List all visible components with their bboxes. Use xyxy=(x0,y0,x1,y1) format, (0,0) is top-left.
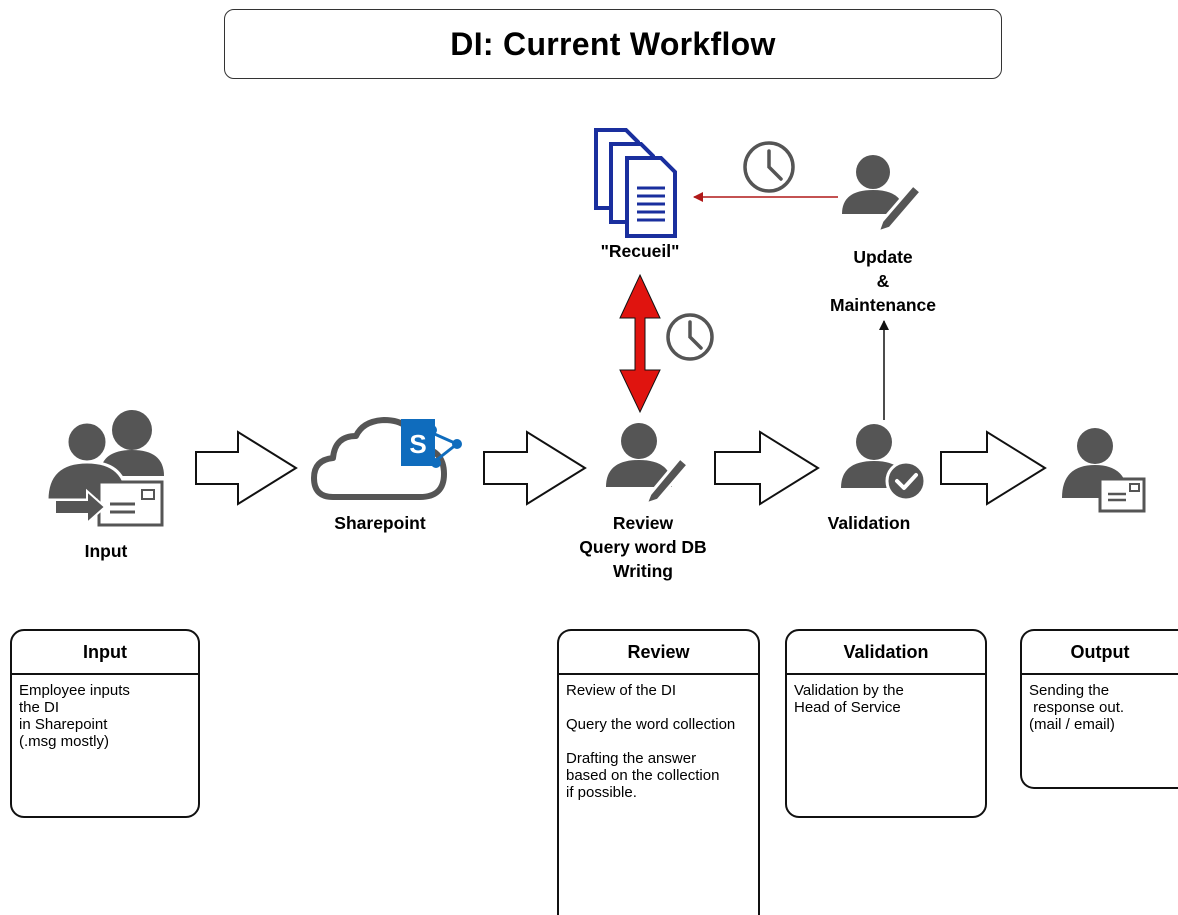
note-output-body: Sending the response out. (mail / email) xyxy=(1022,675,1178,740)
note-line: in Sharepoint xyxy=(19,716,108,733)
note-validation-title: Validation xyxy=(787,631,985,675)
note-line: Sending the xyxy=(1029,682,1110,699)
note-line: (.msg mostly) xyxy=(19,733,109,750)
user-edit-icon-top xyxy=(842,155,924,235)
documents-icon xyxy=(594,128,677,238)
note-review-body: Review of the DI Query the word collecti… xyxy=(559,675,758,808)
user-check-icon xyxy=(841,424,927,502)
note-validation: Validation Validation by the Head of Ser… xyxy=(785,629,987,818)
flow-arrow-2 xyxy=(483,430,587,506)
note-review-title: Review xyxy=(559,631,758,675)
sharepoint-cloud-icon: S xyxy=(311,417,462,500)
note-line: Head of Service xyxy=(794,699,901,716)
note-line: the DI xyxy=(19,699,60,716)
label-review-line-3: Writing xyxy=(613,561,673,581)
flow-arrow-3 xyxy=(714,430,820,506)
label-validation: Validation xyxy=(827,513,911,533)
note-output: Output Sending the response out. (mail /… xyxy=(1020,629,1178,789)
note-line xyxy=(566,699,751,716)
sharepoint-logo-letter: S xyxy=(409,429,426,459)
note-line: Drafting the answer xyxy=(566,750,697,767)
note-input-title: Input xyxy=(12,631,198,675)
label-recueil: "Recueil" xyxy=(600,241,680,261)
note-line: Query the word collection xyxy=(566,716,736,733)
label-sharepoint: Sharepoint xyxy=(334,513,426,533)
user-edit-icon xyxy=(606,423,691,507)
note-line: based on the collection xyxy=(566,767,720,784)
flow-arrow-4 xyxy=(940,430,1047,506)
red-double-arrow xyxy=(619,273,661,414)
note-line xyxy=(566,733,751,750)
label-review-line-2: Query word DB xyxy=(579,537,707,557)
title-box: DI: Current Workflow xyxy=(224,9,1002,79)
note-line: response out. xyxy=(1029,699,1125,716)
diagram-title: DI: Current Workflow xyxy=(450,25,776,62)
label-review: Review Query word DB Writing xyxy=(568,511,718,583)
note-input: Input Employee inputs the DI in Sharepoi… xyxy=(10,629,200,818)
note-validation-body: Validation by the Head of Service xyxy=(787,675,985,723)
label-review-line-1: Review xyxy=(612,513,674,533)
note-output-title: Output xyxy=(1022,631,1178,675)
clock-icon xyxy=(743,141,795,193)
users-mail-icon xyxy=(45,410,164,527)
note-input-body: Employee inputs the DI in Sharepoint (.m… xyxy=(12,675,198,757)
note-line: Review of the DI xyxy=(566,682,677,699)
note-line: Validation by the xyxy=(794,682,904,699)
note-line: (mail / email) xyxy=(1029,716,1115,733)
user-mail-icon xyxy=(1062,428,1146,513)
flow-arrow-1 xyxy=(195,430,298,506)
note-review: Review Review of the DI Query the word c… xyxy=(557,629,760,915)
label-update-line-1: Update xyxy=(853,247,913,267)
label-update-maintenance: Update & Maintenance xyxy=(808,245,958,317)
note-line: if possible. xyxy=(566,784,637,801)
label-input: Input xyxy=(84,541,128,561)
note-line: Employee inputs xyxy=(19,682,130,699)
clock-icon-review xyxy=(666,313,714,361)
label-update-line-3: Maintenance xyxy=(830,295,936,315)
label-update-line-2: & xyxy=(876,271,890,291)
